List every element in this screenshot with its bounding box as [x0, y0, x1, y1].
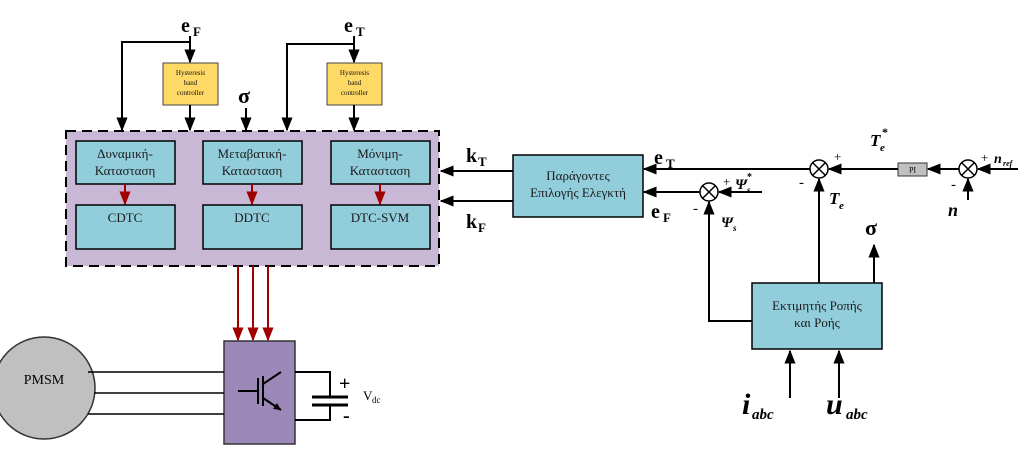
te-star-label: T	[870, 131, 881, 150]
torque-junction-plus: +	[834, 149, 841, 164]
dtc-svm-block	[330, 204, 431, 250]
flux-junction-cross-2	[702, 185, 716, 199]
te-sub: e	[839, 200, 844, 212]
psi-star-label: Ψ	[735, 177, 748, 193]
te-star-sup: *	[882, 125, 888, 139]
ddtc-block	[202, 204, 303, 250]
selection-factors-block	[512, 154, 644, 218]
selection-factors-line-2: Επιλογής Ελεγκτή	[530, 185, 626, 200]
dynamic-state-block	[75, 140, 176, 185]
nref-label: n	[994, 152, 1002, 167]
psi-label: Ψ	[721, 215, 734, 231]
dc-link-bottom-wire	[295, 405, 331, 421]
estimator-line-1: Εκτιμητής Ροπής	[772, 298, 862, 313]
hysteresis-torque-line-2: band	[348, 79, 362, 87]
flux-junction-minus: -	[693, 201, 698, 217]
psi-sub: s	[732, 223, 737, 233]
cdtc-block	[75, 204, 176, 250]
flux-junction-plus: +	[723, 174, 730, 189]
dtc-svm-label: DTC-SVM	[351, 210, 410, 225]
n-label: n	[948, 200, 958, 220]
speed-junction-cross-2	[961, 162, 975, 176]
psi-star-sup: *	[747, 172, 752, 183]
dynamic-state-label-2: Κατασταση	[95, 163, 156, 178]
te-label: T	[829, 189, 840, 208]
nref-sub: ref	[1003, 159, 1014, 168]
et-branch-to-transient	[281, 43, 354, 132]
vdc-plus: +	[339, 373, 350, 395]
steady-state-block	[330, 140, 431, 185]
torque-junction-minus: -	[799, 175, 804, 191]
pmsm-label: PMSM	[24, 373, 65, 388]
uabc-label: u	[826, 388, 843, 421]
sigma-right-label: σ	[865, 215, 877, 240]
steady-state-label-1: Μόνιμη-	[357, 146, 403, 161]
iabc-label: i	[742, 388, 751, 421]
hysteresis-flux-line-3: controller	[177, 89, 205, 97]
et-mid-sub: T	[666, 156, 675, 171]
psi-feedback-arrow	[703, 200, 752, 322]
speed-junction-minus: -	[951, 177, 956, 193]
hysteresis-controller-flux	[162, 62, 219, 106]
kt-label: k	[466, 145, 478, 167]
hysteresis-torque-line-1: Hysteresis	[340, 69, 369, 77]
ef-mid-label: e	[651, 201, 660, 223]
kt-sub: T	[478, 154, 487, 169]
psi-star-sub: s	[746, 185, 751, 195]
ef-branch-to-dynamic	[116, 41, 190, 132]
pi-label: PI	[909, 166, 916, 175]
dynamic-state-label-1: Δυναμική-	[97, 146, 153, 161]
hysteresis-controller-torque	[326, 62, 383, 106]
vdc-minus: -	[343, 405, 350, 427]
et-top-sub: T	[356, 24, 365, 39]
hysteresis-flux-line-1: Hysteresis	[176, 69, 205, 77]
ef-top-sub: F	[193, 24, 201, 39]
sigma-top-label: σ	[238, 83, 250, 108]
vdc-label: V	[363, 388, 373, 403]
estimator-block	[751, 282, 883, 350]
ef-mid-sub: F	[663, 210, 671, 225]
te-star-sub: e	[880, 142, 885, 154]
pmsm-motor	[0, 336, 96, 440]
et-mid-label: e	[654, 147, 663, 169]
transient-state-label-1: Μεταβατική-	[218, 146, 287, 161]
steady-state-label-2: Κατασταση	[350, 163, 411, 178]
hysteresis-flux-line-2: band	[184, 79, 198, 87]
transient-state-label-2: Κατασταση	[222, 163, 283, 178]
igbt-emitter-arrow	[273, 403, 281, 410]
ddtc-label: DDTC	[234, 210, 269, 225]
estimator-line-2: και Ροής	[794, 315, 841, 330]
speed-junction-plus: +	[981, 150, 988, 165]
ef-top-label: e	[181, 15, 190, 37]
cdtc-label: CDTC	[108, 210, 143, 225]
et-top-label: e	[344, 15, 353, 37]
torque-junction-cross-2	[812, 162, 826, 176]
inverter-block	[223, 340, 296, 445]
iabc-sub: abc	[752, 407, 774, 423]
kf-label: k	[466, 211, 478, 233]
dc-link-top-wire	[295, 371, 331, 397]
kf-sub: F	[478, 220, 486, 235]
hysteresis-torque-line-3: controller	[341, 89, 369, 97]
vdc-sub: dc	[372, 395, 381, 405]
selection-factors-line-1: Παράγοντες	[546, 168, 610, 183]
uabc-sub: abc	[846, 407, 868, 423]
